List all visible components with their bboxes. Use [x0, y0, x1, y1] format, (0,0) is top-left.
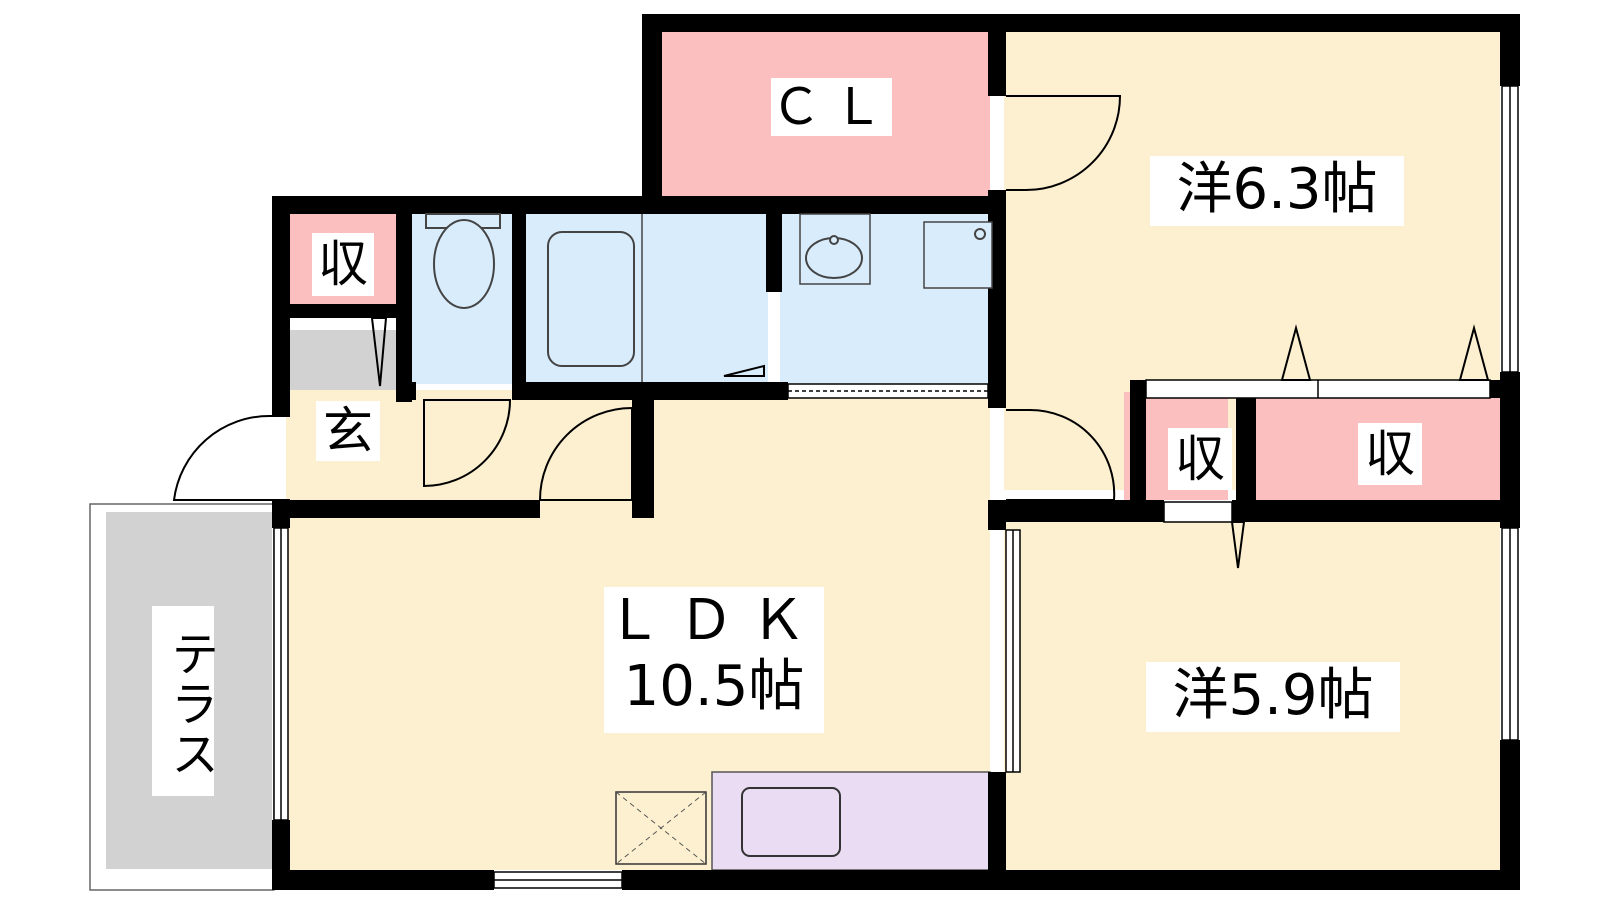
western-room-2-label: 洋5.9帖 — [1146, 662, 1400, 732]
ldk-size: 10.5帖 — [623, 654, 805, 719]
door-swings — [172, 95, 1122, 501]
storage-right-label: 収 — [1358, 423, 1422, 485]
entrance-label: 玄 — [316, 401, 380, 461]
ldk-label: ＬＤＫ 10.5帖 — [604, 587, 824, 733]
sink-basin — [741, 787, 841, 857]
folding-doors — [370, 317, 1490, 569]
closet-label: ＣＬ — [771, 78, 895, 136]
storage-entry-label: 収 — [312, 233, 374, 296]
storage-mid-label: 収 — [1168, 428, 1232, 490]
western-room-1-label: 洋6.3帖 — [1150, 156, 1404, 226]
windows — [273, 85, 1519, 889]
ldk-name: ＬＤＫ — [606, 588, 822, 653]
fixtures — [425, 213, 993, 382]
terrace-label: テラス — [152, 606, 218, 796]
stove-box — [615, 791, 707, 865]
